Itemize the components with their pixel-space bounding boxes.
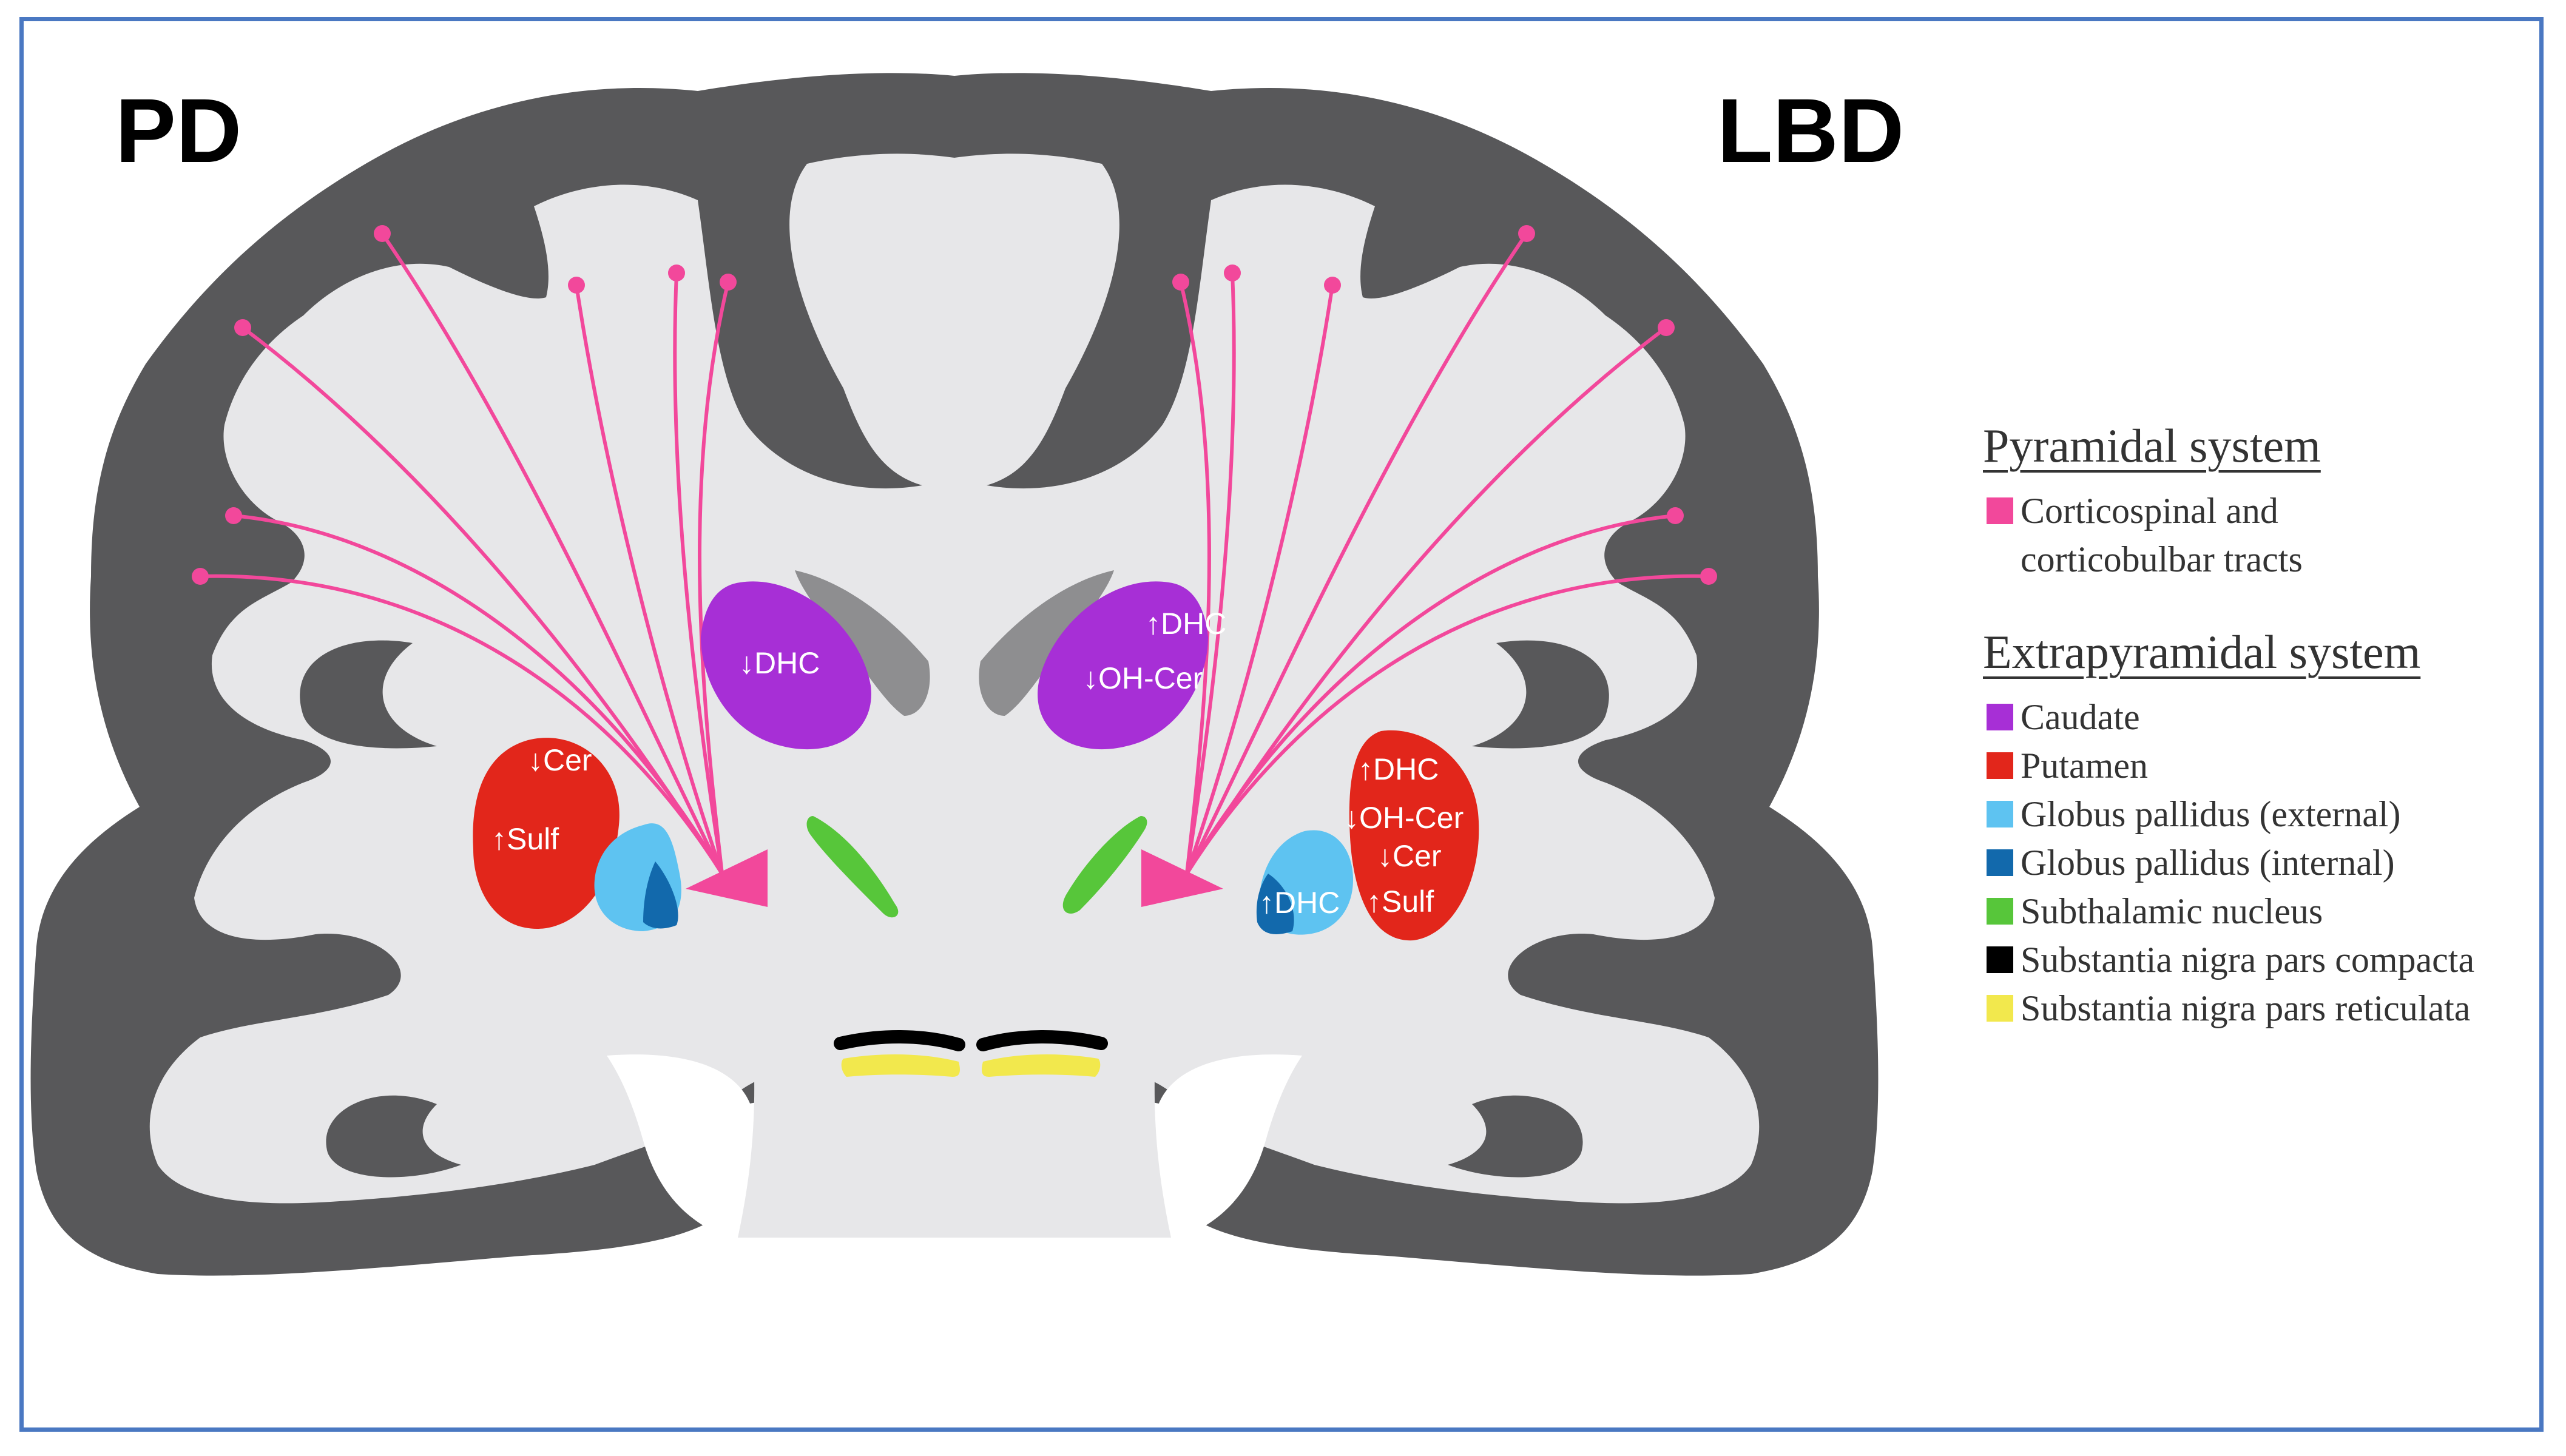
tract-arrowhead-left — [686, 849, 768, 907]
putamen-right-label-2: ↓OH-Cer — [1344, 801, 1464, 835]
legend-item: Corticospinal and corticobulbar tracts — [1983, 487, 2397, 584]
legend-swatch — [1987, 898, 2013, 925]
putamen-right-label-1: ↑DHC — [1358, 752, 1439, 786]
globus-pallidus-int-left — [643, 861, 678, 929]
tract-origin — [668, 265, 685, 281]
substantia-nigra-reticulata-left — [841, 1054, 960, 1077]
tract-line — [698, 281, 730, 874]
tract-origin — [1224, 265, 1241, 281]
tract-origin — [1518, 225, 1535, 242]
legend-label: Corticospinal and corticobulbar tracts — [2021, 491, 2303, 579]
tract-origin — [225, 507, 242, 524]
brainstem — [738, 1031, 1171, 1238]
tract-origin — [1324, 277, 1341, 294]
corticospinal-tracts-right — [1141, 225, 1717, 907]
legend-swatch — [1987, 704, 2013, 730]
legend-list-pyramidal: Corticospinal and corticobulbar tracts — [1983, 487, 2565, 584]
legend-item: Substantia nigra pars reticulata — [1983, 984, 2565, 1033]
legend-item: Globus pallidus (internal) — [1983, 838, 2565, 887]
caudate-right — [1038, 581, 1208, 750]
globus-pallidus-int-right — [1256, 874, 1294, 934]
putamen-right-label-4: ↑Sulf — [1366, 885, 1434, 918]
tract-origin — [192, 568, 209, 585]
legend-swatch — [1987, 801, 2013, 827]
legend-heading-pyramidal: Pyramidal system — [1983, 419, 2321, 472]
tract-line — [1185, 514, 1676, 875]
caudate-right-label-1: ↑DHC — [1146, 607, 1226, 641]
tract-origin — [568, 277, 585, 294]
tract-line — [575, 285, 724, 874]
putamen-left-label-2: ↑Sulf — [491, 822, 559, 856]
putamen-right-label-3: ↓Cer — [1377, 839, 1442, 873]
legend-heading-extrapyramidal: Extrapyramidal system — [1983, 625, 2421, 678]
substantia-nigra-reticulata-right — [982, 1054, 1101, 1077]
tract-line — [1185, 574, 1709, 875]
tract-origin — [1172, 274, 1189, 291]
caudate-left-label: ↓DHC — [739, 646, 820, 680]
legend-swatch — [1987, 497, 2013, 524]
legend-item: Substantia nigra pars compacta — [1983, 935, 2565, 984]
legend-swatch — [1987, 752, 2013, 779]
legend: Pyramidal system Corticospinal and corti… — [1983, 419, 2565, 1033]
subthalamic-nucleus-right — [1062, 816, 1147, 914]
legend-label: Substantia nigra pars compacta — [2021, 940, 2475, 980]
legend-item: Globus pallidus (external) — [1983, 790, 2565, 838]
tract-origins-left — [192, 225, 737, 585]
legend-item: Caudate — [1983, 693, 2565, 741]
subthalamic-nucleus-left — [806, 816, 899, 918]
tract-line — [1185, 232, 1528, 875]
brain-diagram: ↓DHC ↓Cer ↑Sulf ↑DHC ↓OH-Cer ↑DHC ↓OH-Ce… — [30, 73, 1879, 1276]
corticospinal-tracts-left — [200, 232, 730, 875]
legend-label: Subthalamic nucleus — [2021, 891, 2323, 931]
tract-line — [673, 272, 724, 874]
legend-item: Putamen — [1983, 741, 2565, 790]
tract-origin — [374, 225, 391, 242]
legend-label: Substantia nigra pars reticulata — [2021, 988, 2471, 1028]
legend-swatch — [1987, 849, 2013, 876]
tract-line — [200, 574, 724, 875]
tract-line — [1185, 285, 1334, 874]
caudate-right-label-2: ↓OH-Cer — [1083, 661, 1203, 695]
tract-origin — [720, 274, 737, 291]
putamen-left-label-1: ↓Cer — [528, 743, 592, 777]
figure-frame — [19, 17, 2544, 1432]
putamen-left — [473, 738, 620, 929]
caudate-left — [701, 581, 871, 750]
tract-arrowhead-right — [1141, 849, 1223, 907]
title-lbd: LBD — [1717, 79, 1905, 181]
tract-line — [233, 514, 724, 875]
tract-origin — [1700, 568, 1717, 585]
tract-line — [1179, 281, 1211, 874]
tract-line — [1185, 272, 1236, 874]
legend-label: Globus pallidus (external) — [2021, 794, 2401, 834]
tract-origin — [1658, 319, 1675, 336]
legend-label: Caudate — [2021, 697, 2140, 737]
substantia-nigra-compacta-right — [976, 1030, 1108, 1051]
legend-label: Putamen — [2021, 746, 2148, 786]
tract-origin — [1667, 507, 1684, 524]
legend-swatch — [1987, 995, 2013, 1022]
title-pd: PD — [115, 79, 242, 181]
legend-swatch — [1987, 946, 2013, 973]
tract-line — [380, 232, 724, 875]
putamen-right — [1349, 730, 1479, 941]
substantia-nigra-compacta-left — [834, 1030, 965, 1051]
legend-item: Subthalamic nucleus — [1983, 887, 2565, 935]
tract-origin — [234, 319, 251, 336]
legend-list-extrapyramidal: Caudate Putamen Globus pallidus (externa… — [1983, 693, 2565, 1033]
legend-label: Globus pallidus (internal) — [2021, 843, 2395, 883]
globus-pallidus-right-label: ↑DHC — [1259, 886, 1340, 920]
